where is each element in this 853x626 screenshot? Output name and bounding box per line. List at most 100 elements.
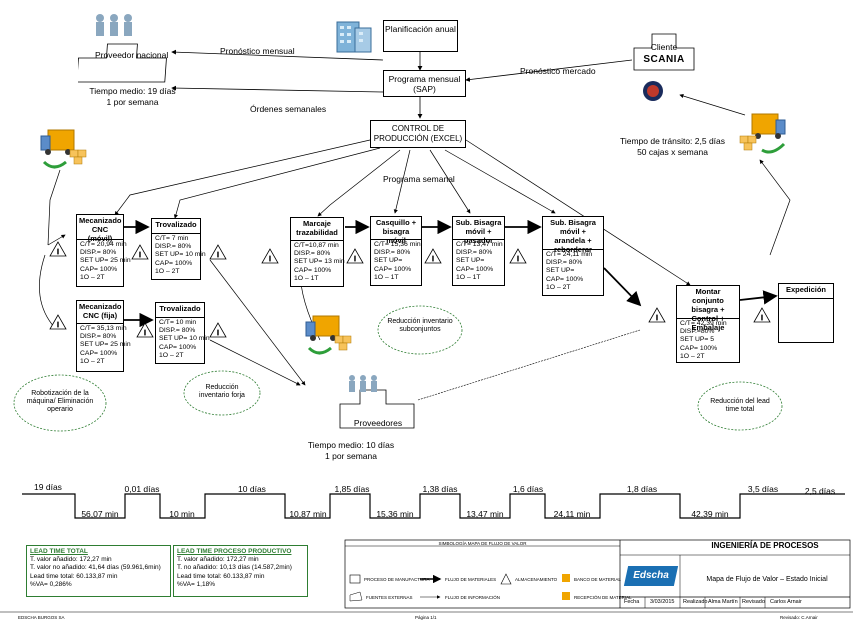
inventory-triangle-icon: I	[648, 307, 666, 323]
process-ct: C/T= 24,11 min	[546, 251, 593, 258]
revisado-value: Carlos Arnair	[770, 599, 802, 605]
footer-left: EDSCHA BURGOS SA	[18, 615, 65, 620]
process-disp: DISP.= 80%	[456, 249, 493, 257]
summary-line: T. valor añadido: 172,27 min	[177, 556, 259, 564]
process-cap: CAP= 100%	[80, 265, 118, 273]
timeline-bottom-0: 56,07 min	[81, 509, 119, 519]
truck-supplier-icon	[40, 129, 87, 169]
lead-time-total-title: LEAD TIME TOTAL	[30, 548, 88, 555]
process-disp: DISP.= 80%	[294, 250, 331, 258]
svg-text:I: I	[57, 322, 59, 329]
truck-proveedores-icon	[305, 315, 352, 355]
summary-line: %VA= 0,286%	[30, 580, 72, 588]
process-ct: C/T= 42,39 min	[680, 320, 727, 327]
production-control-box: CONTROL DE PRODUCCIÓN (EXCEL)	[370, 120, 466, 148]
process-cap: CAP= 100%	[80, 349, 118, 357]
process-casquillo: Casquillo + bisagra móvil C/T= 15,36 min…	[370, 216, 422, 286]
realizado-value: Alma Martín	[708, 599, 738, 605]
process-shift: 1O – 2T	[546, 283, 571, 291]
timeline-top-2: 10 días	[238, 484, 266, 494]
production-control-label: CONTROL DE PRODUCCIÓN (EXCEL)	[373, 124, 463, 143]
timeline-bottom-4: 13,47 min	[466, 509, 504, 519]
kaizen-burst-robot	[13, 374, 107, 432]
inventory-triangle-icon: I	[509, 248, 527, 264]
timeline-top-0: 19 días	[34, 482, 62, 492]
scania-griffin-icon	[643, 81, 663, 101]
inventory-triangle-icon: I	[136, 322, 154, 338]
timeline-bottom-5: 24,11 min	[553, 509, 591, 519]
process-setup: SET UP= 13 min	[294, 258, 345, 266]
process-shift: 1O – 2T	[80, 273, 105, 281]
process-cap: CAP= 100%	[374, 265, 412, 273]
inventory-triangle-icon: I	[261, 248, 279, 264]
svg-text:I: I	[432, 256, 434, 263]
client-boxes-per-week: 50 cajas x semana	[637, 147, 708, 157]
kaizen-robot-text: Robotización de la máquina/ Eliminación …	[26, 390, 94, 413]
lead-time-total-box: LEAD TIME TOTAL T. valor añadido: 172,27…	[26, 545, 171, 597]
process-sub-bisagra-pasador: Sub. Bisagra móvil + pasador C/T= 13,47 …	[452, 216, 505, 286]
process-title: Mecanizado CNC (móvil)	[77, 216, 123, 243]
proveedores-time2: 1 por semana	[325, 451, 377, 461]
factory-building-icon	[336, 21, 372, 53]
forecast-market-label: Pronóstico mercado	[520, 66, 596, 76]
people-proveedores-icon	[349, 375, 377, 392]
process-title: Trovalizado	[156, 303, 204, 318]
kaizen-burst-forge	[183, 370, 261, 416]
process-cnc-movil: Mecanizado CNC (móvil) C/T= 20,94 min DI…	[76, 214, 131, 287]
inventory-triangle-icon: I	[49, 241, 67, 257]
svg-text:I: I	[269, 256, 271, 263]
kaizen-subassy-text: Reducción inventario subconjuntos	[387, 318, 453, 333]
legend-title: SIMBOLOGÍA MAPA DE FLUJO DE VALOR	[438, 541, 527, 546]
svg-text:I: I	[139, 252, 141, 259]
svg-text:I: I	[761, 315, 763, 322]
annual-planning-label: Planificación anual	[385, 24, 456, 34]
process-ct: C/T= 13,47 min	[456, 241, 503, 248]
timeline-top-3: 1,85 días	[334, 484, 370, 494]
process-disp: DISP.= 80%	[80, 249, 117, 257]
summary-line: %VA= 1,18%	[177, 580, 216, 588]
process-cap: CAP= 100%	[294, 266, 332, 274]
svg-text:I: I	[517, 256, 519, 263]
summary-line: Lead time total: 60.133,87 min	[30, 572, 118, 580]
timeline-top-1: 0,01 días	[124, 484, 160, 494]
legend-receipt: RECEPCIÓN DE MATERIAL	[574, 595, 632, 600]
process-shift: 1O – 2T	[680, 352, 705, 360]
annual-planning-box: Planificación anual	[383, 20, 458, 52]
summary-line: T. no añadido: 10,13 días (14.587,2min)	[177, 564, 292, 572]
svg-text:I: I	[656, 315, 658, 322]
legend-storage: ALMACENAMIENTO	[515, 577, 558, 582]
process-trovalizado-2: Trovalizado C/T= 10 min DISP.= 80% SET U…	[155, 302, 210, 364]
process-title: Sub. Bisagra móvil + arandela + reborder…	[543, 217, 603, 254]
inventory-triangle-icon: I	[424, 248, 442, 264]
inventory-triangle-icon: I	[131, 244, 149, 260]
process-setup: SET UP= 10 min	[159, 335, 210, 343]
legend-process: PROCESO DE MANUFACTURA	[364, 577, 430, 582]
process-shift: 1O – 1T	[294, 274, 319, 282]
fecha-value: 3/03/2015	[650, 599, 675, 605]
process-ct: C/T= 7 min	[155, 235, 189, 242]
process-shift: 1O – 2T	[155, 267, 180, 275]
process-disp: DISP.= 80%	[155, 243, 192, 251]
client-transit-time: Tiempo de tránsito: 2,5 días	[619, 136, 726, 146]
document-title: Mapa de Flujo de Valor – Estado Inicial	[706, 576, 828, 583]
process-shift: 1O – 2T	[159, 351, 184, 359]
dept-title: INGENIERÍA DE PROCESOS	[711, 541, 819, 550]
process-title: Montar conjunto bisagra + Control + Emba…	[677, 286, 739, 332]
fecha-label: Fecha	[624, 599, 640, 605]
process-cap: CAP= 100%	[456, 265, 494, 273]
legend-info: FLUJO DE INFORMACIÓN	[445, 595, 501, 600]
process-setup: SET UP=	[374, 257, 403, 265]
summary-line: Lead time total: 60.133,87 min	[177, 572, 265, 580]
supplier-national-time1: Tiempo medio: 19 días	[89, 86, 176, 96]
supplier-national-name: Proveedor nacional	[95, 50, 169, 60]
weekly-program-label: Programa semanal	[383, 174, 455, 184]
realizado-label: Realizado	[683, 599, 708, 605]
footer-right: Revisado: C.Arnair	[780, 615, 818, 620]
people-icon	[96, 14, 132, 36]
process-title: Marcaje trazabilidad	[291, 218, 343, 241]
process-montar-conjunto: Montar conjunto bisagra + Control + Emba…	[676, 285, 740, 363]
forecast-monthly-label: Pronóstico mensual	[220, 46, 295, 56]
revisado-label: Revisado	[742, 599, 765, 605]
timeline-bottom-1: 10 min	[169, 509, 195, 519]
